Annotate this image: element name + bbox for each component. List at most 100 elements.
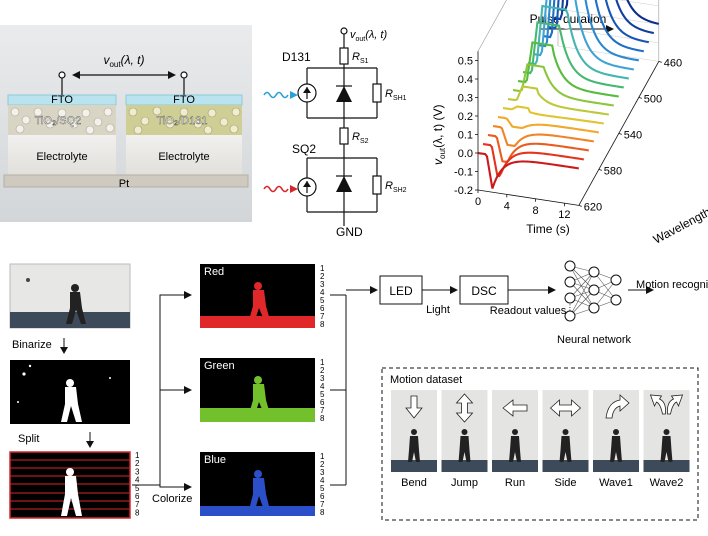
x-tick-label: 12 [558, 209, 570, 221]
pt-label: Pt [119, 178, 129, 190]
device-vout-label: vout(λ, t) [103, 53, 144, 69]
nn-node [564, 310, 576, 322]
y-tick-label: 0.0 [458, 148, 473, 160]
z-tick-label: 620 [584, 201, 602, 213]
green-channel-image: Green [200, 358, 315, 422]
y-tick-label: -0.2 [454, 185, 473, 197]
colorize-arrow-blue [159, 485, 186, 488]
row-number: 7 [320, 500, 325, 509]
electrolyte-right [126, 135, 242, 175]
series-line-530 [522, 21, 624, 89]
motion-label: Jump [451, 477, 478, 489]
chart-xlabel: Time (s) [526, 222, 570, 236]
rsh2-label: RSH2 [385, 180, 407, 194]
series-line-560 [507, 85, 609, 116]
row-number: 2 [320, 460, 325, 469]
row-number: 7 [320, 406, 325, 415]
nn-node [564, 292, 576, 304]
tio2-label-right: TiO₂/D131 [157, 115, 208, 127]
series-line-520 [527, 4, 629, 80]
red-label: Red [204, 266, 224, 278]
motion-item-run: Run [492, 390, 538, 489]
tio2-particles-right [128, 106, 241, 135]
y-tick-label: -0.1 [454, 167, 473, 179]
terminal-left [58, 71, 66, 79]
x-tick-label: 4 [504, 200, 510, 212]
green-label: Green [204, 360, 235, 372]
blue-label: Blue [204, 454, 226, 466]
y-tick-label: 0.2 [458, 111, 473, 123]
nn-node [610, 294, 622, 306]
motion-label: Wave2 [650, 477, 684, 489]
original-frame-image [9, 263, 131, 329]
y-tick-label: 0.5 [458, 56, 473, 68]
source1-arrow [303, 87, 311, 93]
row-number: 8 [135, 508, 140, 517]
chart-zlabel: Wavelength [651, 205, 708, 247]
nn-node [564, 260, 576, 272]
readout-label: Readout values [490, 305, 567, 317]
rs2-label: RS2 [352, 131, 369, 145]
motion-item-wave1: Wave1 [593, 390, 639, 489]
series-line-490 [542, 0, 644, 53]
tio2-particles-left [10, 107, 115, 135]
arrow-leftright-icon [549, 399, 582, 417]
split-label: Split [18, 433, 39, 445]
electrolyte-label-right: Electrolyte [158, 151, 209, 163]
colorize-label: Colorize [152, 493, 192, 505]
circuit-vout-label: vout(λ, t) [350, 29, 387, 43]
series-line-480 [547, 0, 650, 44]
series-line-510 [532, 0, 634, 71]
row-number: 8 [320, 414, 325, 423]
row-number: 5 [320, 296, 325, 305]
source2-arrow [303, 181, 311, 187]
z-tick-label: 540 [624, 129, 642, 141]
sq2-label: SQ2 [292, 142, 316, 156]
arrow-updown-icon [455, 393, 474, 423]
diode2-icon [336, 176, 352, 192]
z-axis [578, 61, 660, 206]
device-panel: vout(λ, t) FTO FTO TiO₂/SQ2 TiO₂/D131 El… [0, 0, 252, 222]
z-tick-label: 580 [604, 165, 622, 177]
row-number: 1 [320, 452, 325, 461]
motion-dataset-title: Motion dataset [390, 374, 462, 386]
blue-channel-image: Blue [200, 452, 315, 516]
series-line-580 [497, 115, 599, 134]
arrow-down-icon [405, 395, 423, 419]
motion-item-side: Side [542, 390, 589, 489]
row-number: 1 [135, 451, 140, 460]
motion-label: Wave1 [599, 477, 633, 489]
y-tick-label: 0.1 [458, 130, 473, 142]
series-line-570 [502, 105, 604, 125]
binarize-label: Binarize [12, 339, 52, 351]
nn-node [588, 266, 600, 278]
y-tick-label: 0.3 [458, 93, 473, 105]
pt-plate [3, 174, 249, 188]
series-line-590 [492, 124, 594, 148]
series-line-540 [517, 41, 619, 98]
terminal-right [180, 71, 188, 79]
red-light-wave [263, 185, 289, 193]
pipeline-panel: Binarize Split [0, 250, 708, 531]
row-number: 2 [320, 366, 325, 375]
electrolyte-label-left: Electrolyte [36, 151, 87, 163]
row-number: 2 [320, 272, 325, 281]
row-number: 5 [320, 390, 325, 399]
arrow-left-icon [502, 399, 528, 417]
series-line-500 [537, 0, 639, 62]
row-number: 4 [320, 288, 325, 297]
circuit-output-terminal [340, 27, 348, 35]
row-number: 3 [320, 280, 325, 289]
row-number: 6 [320, 398, 325, 407]
gnd-label: GND [336, 225, 363, 239]
series-line-470 [552, 0, 655, 35]
series-line-600 [487, 133, 589, 163]
arrow-curved-icon [605, 394, 630, 419]
neural-network-label: Neural network [557, 334, 631, 346]
arrow-curved-double-icon [649, 394, 684, 415]
x-axis [477, 189, 579, 206]
row-number: 2 [135, 459, 140, 468]
x-tick-label: 0 [475, 196, 481, 208]
series-line-620 [477, 151, 579, 189]
